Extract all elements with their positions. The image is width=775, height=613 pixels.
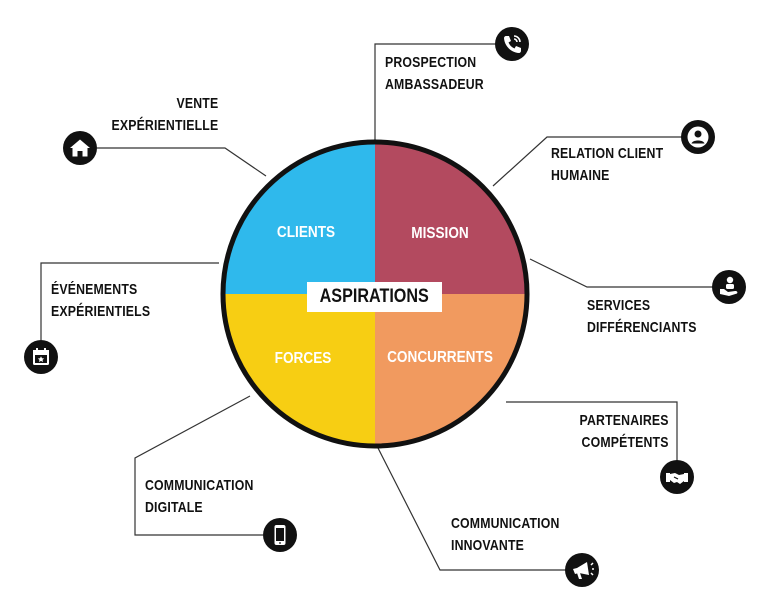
aspirations-circle bbox=[220, 139, 530, 449]
label-comm-digitale-line2: DIGITALE bbox=[145, 499, 203, 516]
connector-comm-digitale bbox=[134, 395, 263, 536]
connector-lines bbox=[40, 43, 724, 571]
label-prospection: PROSPECTION AMBASSADEUR bbox=[385, 52, 484, 96]
home-icon bbox=[63, 131, 97, 165]
label-services-line2: DIFFÉRENCIANTS bbox=[587, 319, 697, 336]
quadrant-clients bbox=[225, 144, 375, 294]
center-label: ASPIRATIONS bbox=[319, 286, 430, 307]
connector-comm-innovante bbox=[377, 447, 568, 571]
connector-relation bbox=[492, 136, 683, 187]
quadrant-label-forces: FORCES bbox=[274, 350, 332, 367]
quadrant-label-clients: CLIENTS bbox=[276, 224, 336, 241]
label-relation-line1: RELATION CLIENT bbox=[551, 145, 664, 162]
label-prospection-line1: PROSPECTION bbox=[385, 54, 477, 71]
circle-outline bbox=[220, 139, 530, 449]
connector-evenements bbox=[40, 262, 219, 340]
calendar-icon bbox=[24, 340, 58, 374]
label-prospection-line2: AMBASSADEUR bbox=[385, 76, 484, 93]
label-evenements-line2: EXPÉRIENTIELS bbox=[51, 303, 151, 320]
handshake-icon bbox=[660, 460, 694, 494]
label-vente-line2: EXPÉRIENTIELLE bbox=[111, 117, 218, 134]
label-comm-innovante-line2: INNOVANTE bbox=[451, 537, 525, 554]
label-partenaires: PARTENAIRES COMPÉTENTS bbox=[580, 410, 669, 454]
connector-partenaires bbox=[506, 401, 678, 466]
label-partenaires-line2: COMPÉTENTS bbox=[581, 434, 669, 451]
service-hand-icon bbox=[712, 270, 746, 304]
label-services: SERVICES DIFFÉRENCIANTS bbox=[587, 295, 697, 339]
phone-icon bbox=[495, 27, 529, 61]
connector-vente bbox=[97, 147, 267, 177]
quadrant-label-mission: MISSION bbox=[411, 225, 469, 242]
label-partenaires-line1: PARTENAIRES bbox=[579, 412, 669, 429]
quadrant-concurrents bbox=[375, 294, 525, 444]
label-relation-line2: HUMAINE bbox=[551, 167, 610, 184]
label-comm-digitale-line1: COMMUNICATION bbox=[145, 477, 254, 494]
label-vente-line1: VENTE bbox=[176, 95, 218, 112]
label-comm-innovante: COMMUNICATION INNOVANTE bbox=[451, 513, 559, 557]
user-icon bbox=[681, 120, 715, 154]
smartphone-icon bbox=[263, 518, 297, 552]
label-services-line1: SERVICES bbox=[587, 297, 651, 314]
label-comm-digitale: COMMUNICATION DIGITALE bbox=[145, 475, 253, 519]
label-relation: RELATION CLIENT HUMAINE bbox=[551, 143, 663, 187]
label-evenements: ÉVÉNEMENTS EXPÉRIENTIELS bbox=[51, 279, 150, 323]
label-evenements-line1: ÉVÉNEMENTS bbox=[51, 281, 138, 298]
quadrant-forces bbox=[225, 294, 375, 444]
quadrant-mission bbox=[375, 144, 525, 294]
megaphone-icon bbox=[565, 553, 599, 587]
label-vente: VENTE EXPÉRIENTIELLE bbox=[111, 93, 218, 137]
quadrant-label-concurrents: CONCURRENTS bbox=[387, 349, 493, 366]
connector-services bbox=[529, 258, 724, 288]
center-label-box: ASPIRATIONS bbox=[307, 282, 442, 312]
label-comm-innovante-line1: COMMUNICATION bbox=[451, 515, 560, 532]
connector-prospection bbox=[374, 43, 500, 143]
